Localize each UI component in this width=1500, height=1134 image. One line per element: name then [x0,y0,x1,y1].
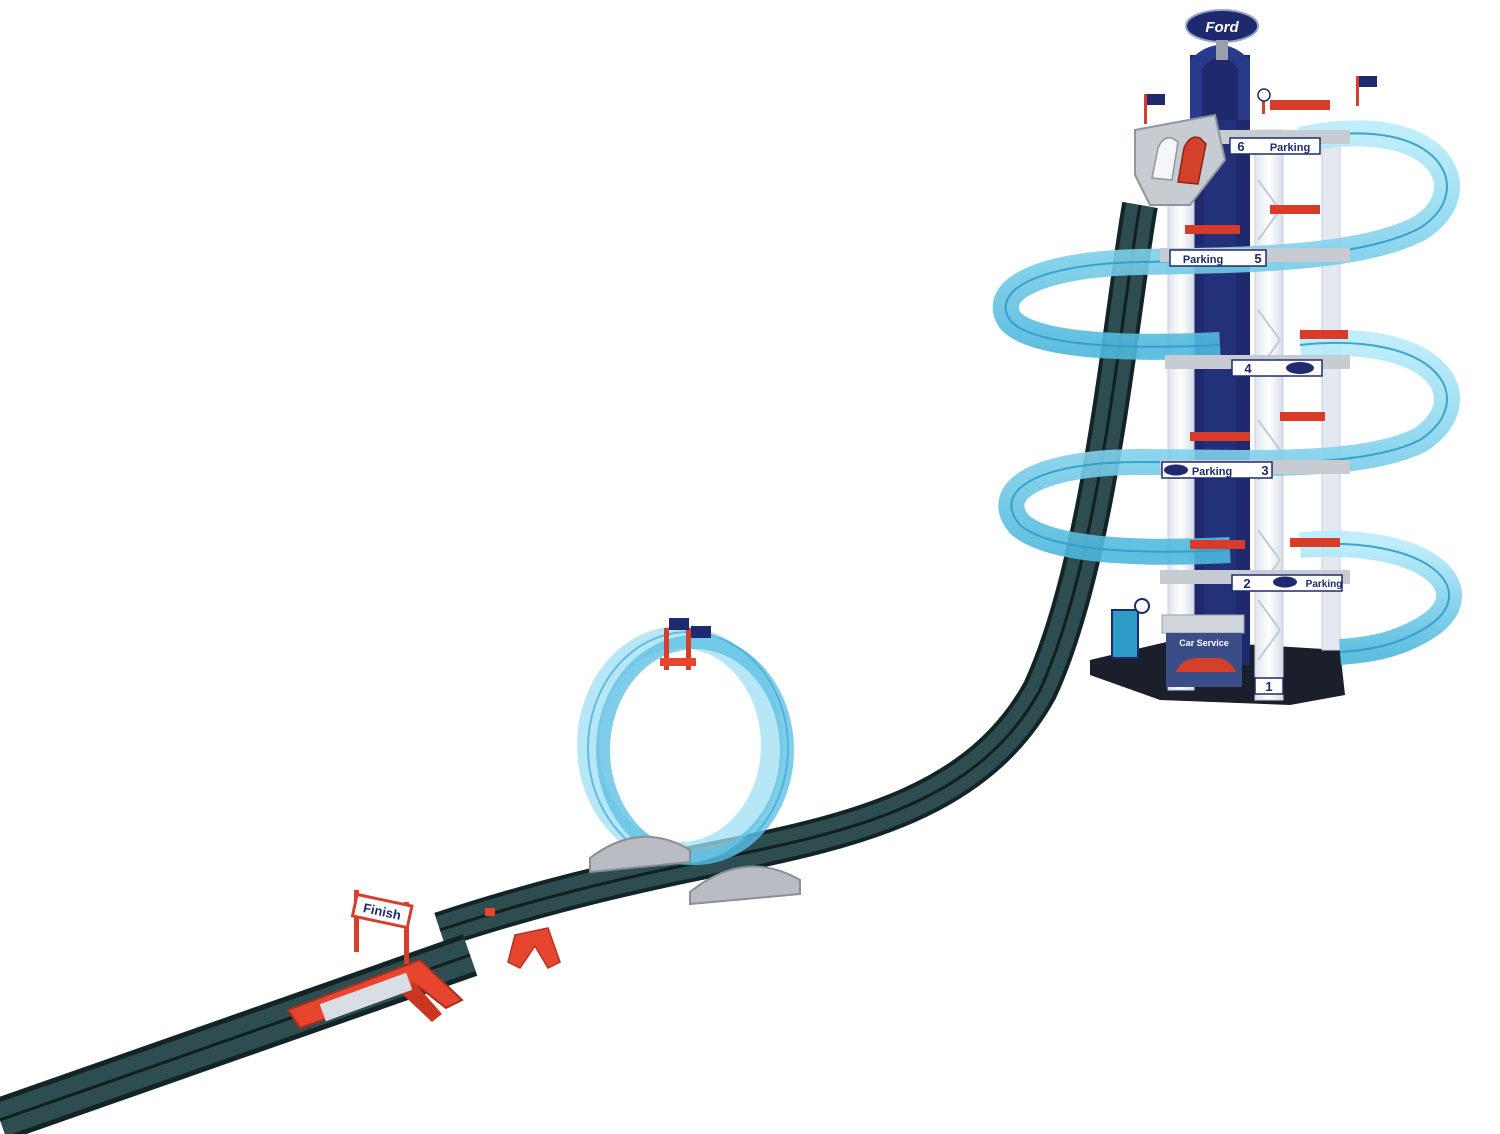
level-number-2: 2 [1243,576,1250,591]
loop-flag [669,618,689,630]
level-sign-1 [1254,677,1284,695]
level-signs: 6 Parking Parking 5 4 Parking 3 2 Parkin… [1161,137,1343,695]
mid-bridge-body [507,927,561,969]
finish-post-right [404,902,409,964]
finish-panel [319,972,413,1022]
mid-bridge-marker [485,908,495,916]
level-barriers [1185,100,1348,549]
car-wash [1111,598,1150,659]
loop-gate-bar [660,658,696,666]
flag-pole-1 [1144,94,1147,124]
loop-flag-2 [691,626,711,638]
level-number-4: 4 [1244,361,1252,376]
finish-banner [350,892,414,930]
garage-car [1176,658,1236,672]
loop-gate-post-2 [686,628,691,670]
parking-tower: Ford [992,9,1462,705]
main-track-outer [434,201,1158,948]
loop-ring-front [596,635,794,865]
level-number-6: 6 [1237,139,1244,154]
lift-arch [1190,45,1250,120]
flag-2 [1359,76,1377,87]
flag-pole-3 [1262,90,1265,114]
parking-sign-text-3: Parking [1192,466,1232,478]
level-sign-logo-2 [1273,576,1297,588]
toy-car-red [1177,136,1207,185]
level-sign-logo-3 [1164,464,1188,476]
finish-post-left [354,890,359,952]
level-sign-5 [1169,249,1267,267]
finish-gate: Finish [286,890,464,1030]
level-sign-logo-4 [1286,362,1314,374]
finish-ramp-leg [398,982,442,1022]
loop-gate-post [664,628,669,670]
car-wash-frame [1111,609,1139,659]
car-wash-sign [1134,598,1150,614]
flag-sign-3 [1257,88,1271,102]
flag-pole-2 [1356,76,1359,106]
garage-sign-text: Car Service [1179,638,1229,648]
tower-flags [1144,76,1377,124]
loop-support-left [589,835,691,874]
level-number-1: 1 [1265,679,1272,694]
launcher-ramp [1134,113,1227,206]
loop-support-right [689,865,801,906]
tower-column-left [1167,129,1195,691]
parking-sign-text-5: Parking [1183,254,1223,266]
mid-bridge [485,908,561,969]
main-track-groove [439,204,1142,932]
main-track [434,201,1158,948]
parking-sign-text-6: Parking [1270,142,1310,154]
level-sign-3 [1161,461,1273,479]
toy-car-white [1151,136,1179,181]
level-number-3: 3 [1261,463,1268,478]
brand-logo-text: Ford [1205,19,1239,36]
parking-sign-text-2: Parking [1306,579,1343,590]
launcher-body [1134,113,1227,206]
spiral-ramp-lower-edge [1299,542,1450,653]
lift-crank [1216,40,1228,60]
main-track-surface [435,202,1154,944]
level-sign-6 [1229,137,1321,155]
loop-the-loop [577,618,801,906]
flag-1 [1147,94,1165,105]
level-number-5: 5 [1254,251,1261,266]
car-service-garage: Car Service [1161,614,1245,687]
garage-roof [1161,614,1245,634]
